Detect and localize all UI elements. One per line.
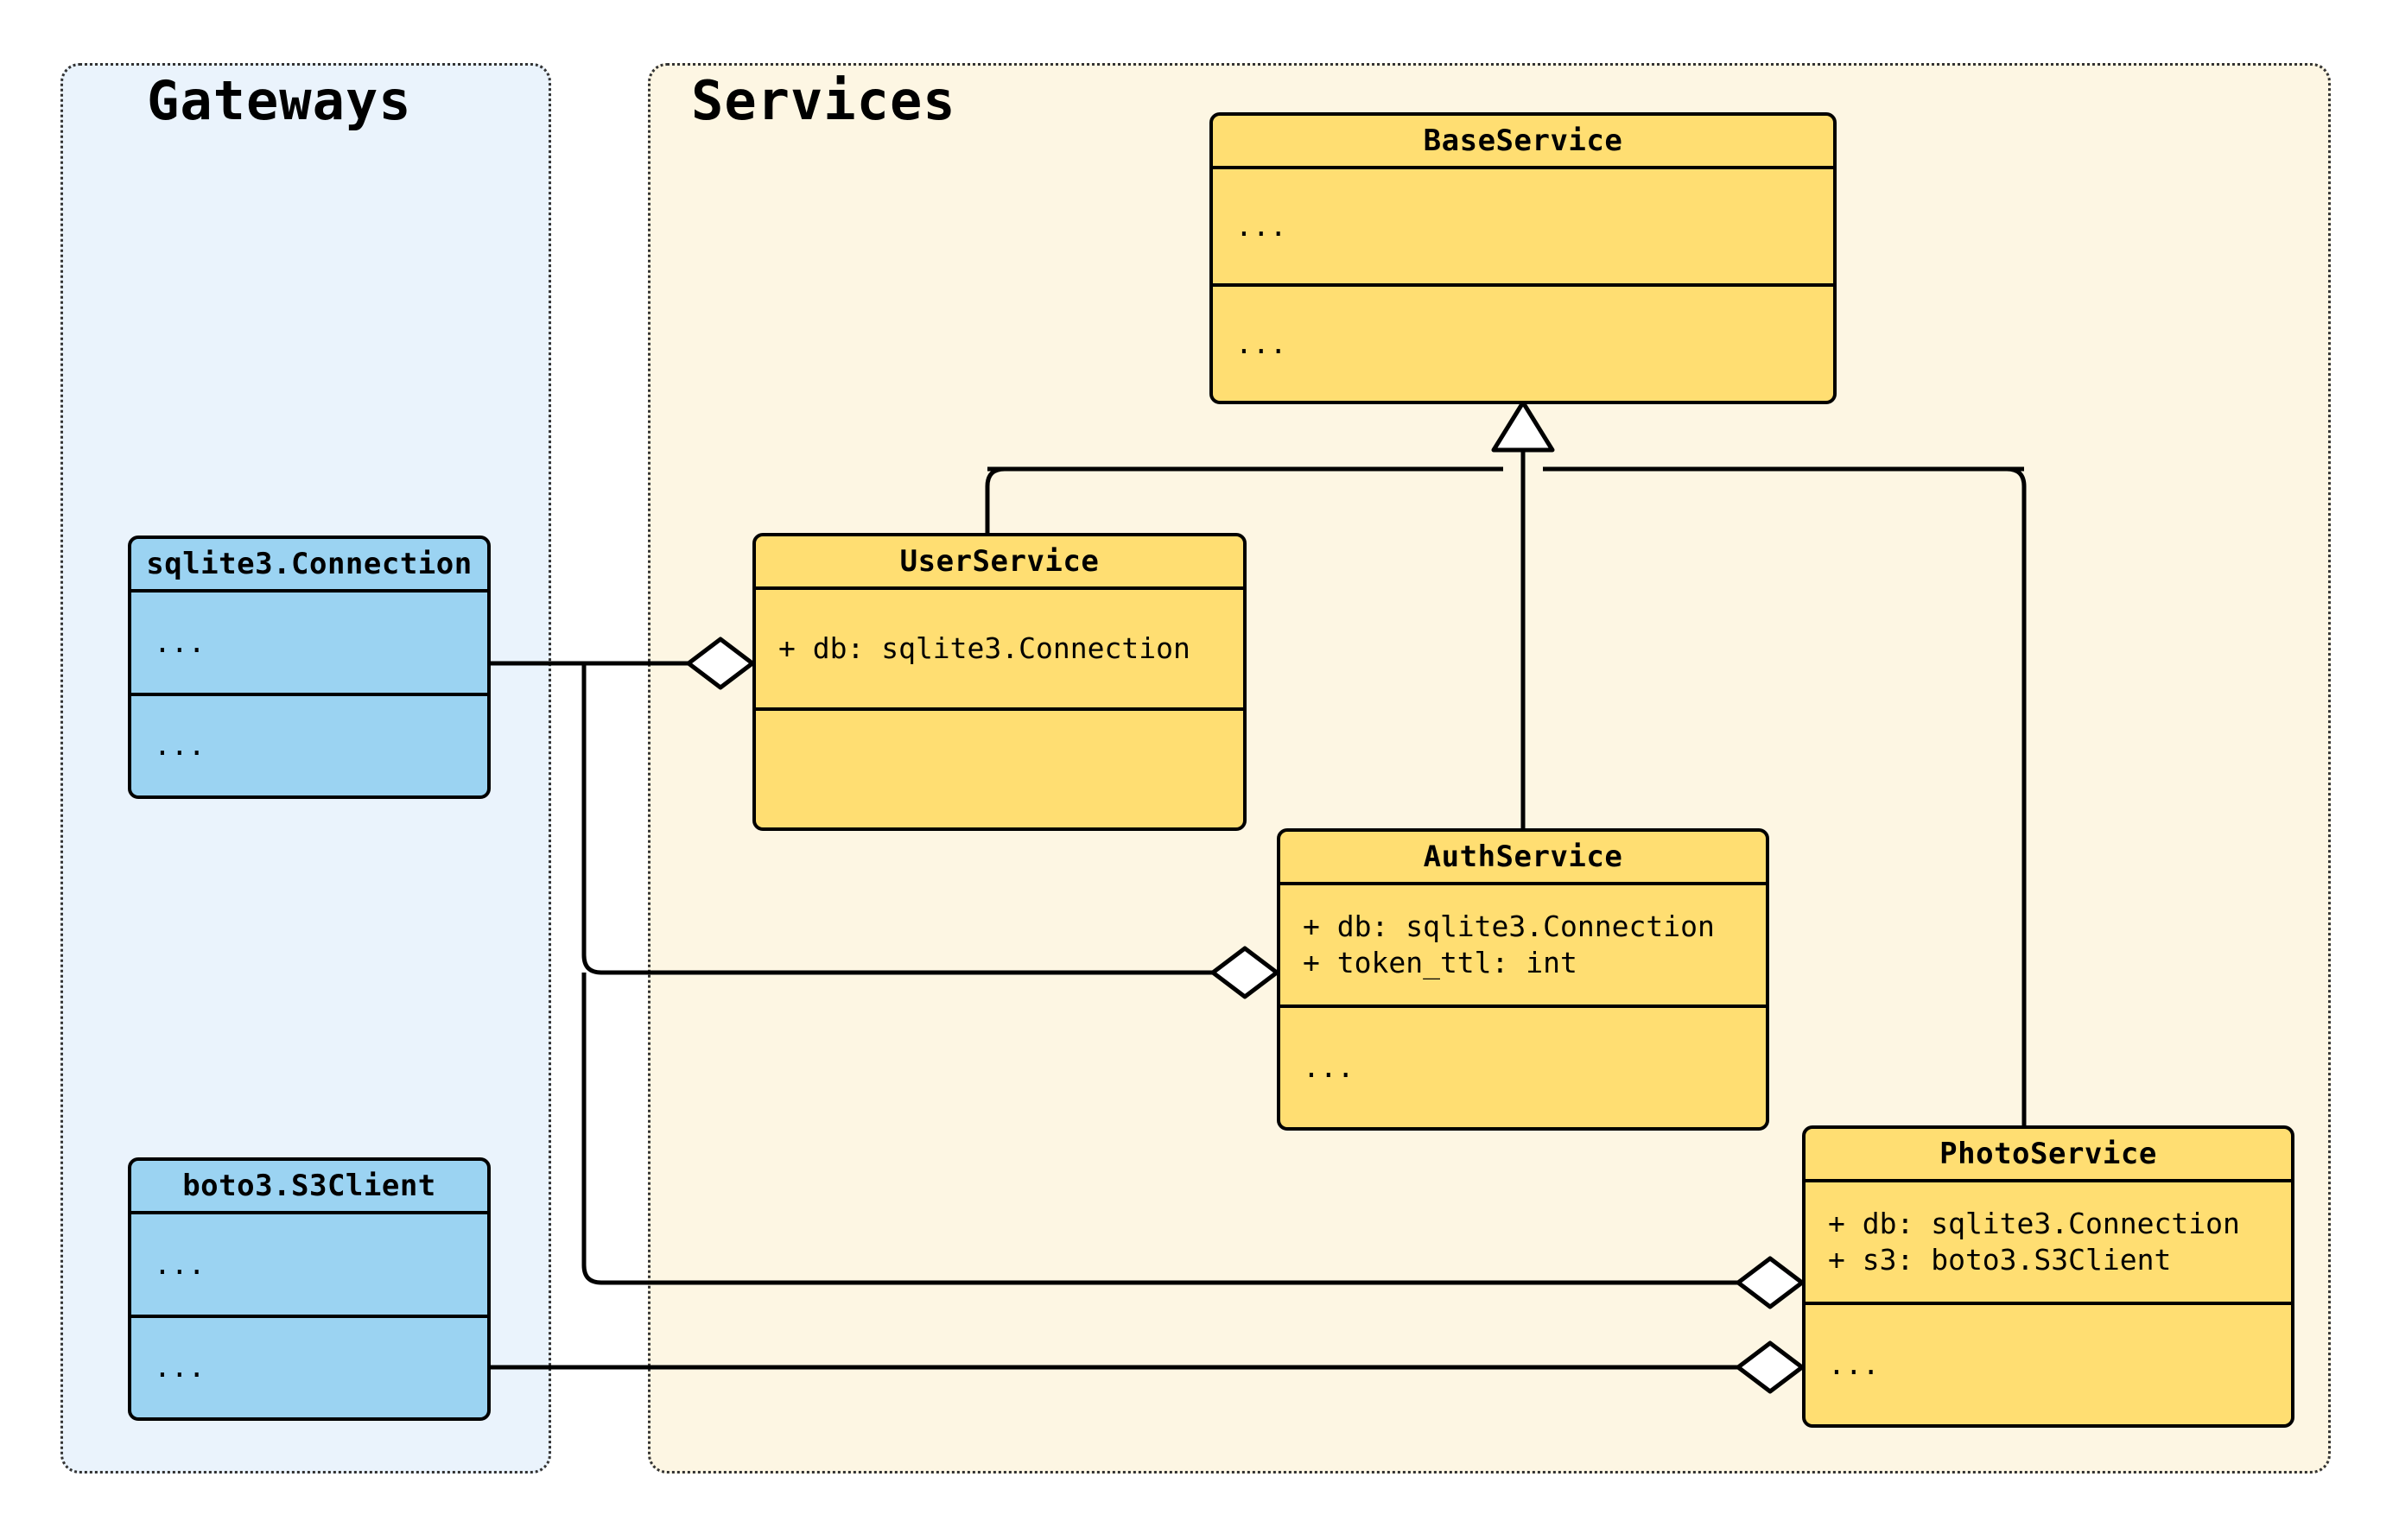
attribute-item: ...	[1235, 209, 1287, 244]
method-item: ...	[1303, 1050, 1355, 1085]
class-box-sqlite3-connection[interactable]: sqlite3.Connection ... ...	[128, 536, 491, 799]
attribute-item: + db: sqlite3.Connection	[1303, 909, 1715, 944]
attribute-item: + token_ttl: int	[1303, 946, 1577, 979]
class-name-photoservice: PhotoService	[1806, 1129, 2291, 1182]
attributes-compartment-sqlite3-connection: ...	[131, 593, 487, 696]
package-services-title: Services	[691, 69, 956, 132]
methods-compartment-photoservice: ...	[1806, 1305, 2291, 1424]
methods-compartment-baseservice: ...	[1213, 287, 1833, 401]
attributes-compartment-authservice: + db: sqlite3.Connection + token_ttl: in…	[1280, 885, 1766, 1008]
methods-compartment-userservice	[756, 711, 1243, 828]
class-name-baseservice: BaseService	[1213, 116, 1833, 169]
class-name-userservice: UserService	[756, 536, 1243, 590]
class-name-authservice: AuthService	[1280, 832, 1766, 885]
attribute-item: ...	[154, 624, 206, 659]
class-name-boto3-s3client: boto3.S3Client	[131, 1161, 487, 1214]
class-box-baseservice[interactable]: BaseService ... ...	[1209, 112, 1837, 404]
method-item: ...	[1235, 326, 1287, 361]
method-item: ...	[1828, 1347, 1880, 1382]
attribute-item: + db: sqlite3.Connection	[1828, 1207, 2240, 1241]
class-name-sqlite3-connection: sqlite3.Connection	[131, 539, 487, 593]
attribute-item: + db: sqlite3.Connection	[778, 631, 1190, 665]
class-box-boto3-s3client[interactable]: boto3.S3Client ... ...	[128, 1157, 491, 1421]
methods-compartment-sqlite3-connection: ...	[131, 696, 487, 796]
method-item: ...	[154, 1350, 206, 1385]
methods-compartment-authservice: ...	[1280, 1008, 1766, 1127]
class-box-authservice[interactable]: AuthService + db: sqlite3.Connection + t…	[1277, 828, 1769, 1131]
attributes-compartment-baseservice: ...	[1213, 169, 1833, 287]
class-box-photoservice[interactable]: PhotoService + db: sqlite3.Connection + …	[1802, 1125, 2294, 1428]
attributes-compartment-boto3-s3client: ...	[131, 1214, 487, 1318]
methods-compartment-boto3-s3client: ...	[131, 1318, 487, 1418]
method-item: ...	[154, 728, 206, 763]
attributes-compartment-userservice: + db: sqlite3.Connection	[756, 590, 1243, 711]
attribute-item: + s3: boto3.S3Client	[1828, 1243, 2172, 1277]
package-gateways-title: Gateways	[147, 69, 412, 132]
attribute-item: ...	[154, 1246, 206, 1281]
class-box-userservice[interactable]: UserService + db: sqlite3.Connection	[752, 533, 1247, 831]
attributes-compartment-photoservice: + db: sqlite3.Connection + s3: boto3.S3C…	[1806, 1182, 2291, 1305]
